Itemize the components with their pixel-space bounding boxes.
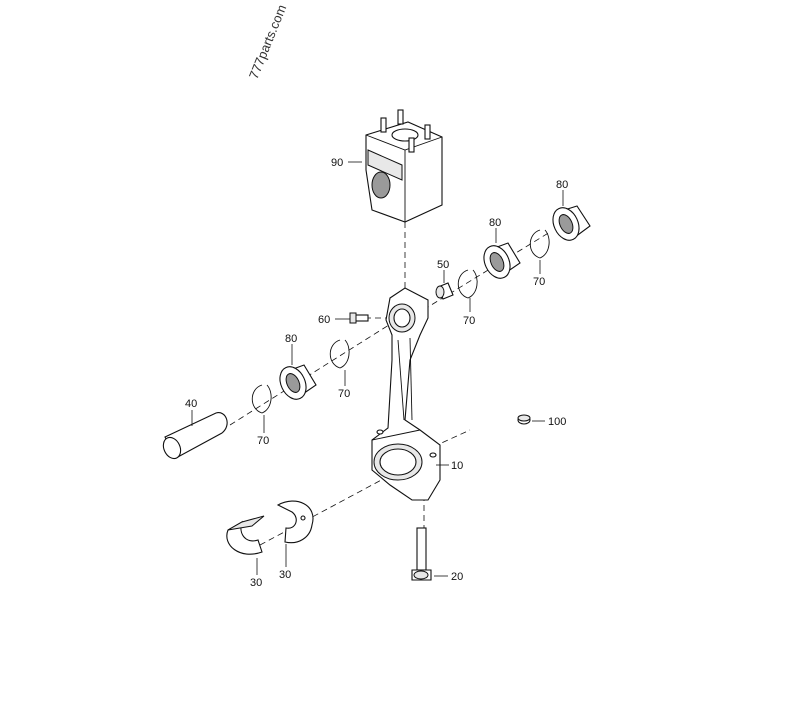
part-90-crosshead <box>365 109 443 223</box>
callout-80-left: 80 <box>285 333 297 345</box>
callout-10: 10 <box>451 460 463 472</box>
callout-70-middle-right: 70 <box>463 315 475 327</box>
part-70-circlip-upper-right <box>529 229 550 259</box>
callout-70-left-middle: 70 <box>338 388 350 400</box>
callout-30-right: 30 <box>279 569 291 581</box>
part-80-needle-bearing-left <box>279 364 317 400</box>
callout-80-upper-right: 80 <box>556 179 568 191</box>
part-100-nut <box>517 414 531 425</box>
callout-40: 40 <box>185 398 197 410</box>
callout-70-upper-right: 70 <box>533 276 545 288</box>
callout-leaders <box>191 161 564 577</box>
callout-60: 60 <box>318 314 330 326</box>
part-60-screw <box>349 312 369 324</box>
part-30-bearing-shell-right <box>276 500 314 544</box>
part-40-pin <box>162 412 228 460</box>
callout-80-middle: 80 <box>489 217 501 229</box>
watermark-text: 777parts.com <box>246 2 289 81</box>
part-50-bushing <box>435 282 454 300</box>
part-30-bearing-shell-left <box>226 515 265 555</box>
callout-20: 20 <box>451 571 463 583</box>
callout-labels: 90 80 80 80 70 70 70 70 50 60 40 10 100 … <box>185 157 568 589</box>
part-80-needle-bearing-middle <box>483 242 521 279</box>
callout-100: 100 <box>548 416 566 428</box>
part-20-bolt <box>411 527 432 581</box>
callout-50: 50 <box>437 259 449 271</box>
part-70-circlip-left-middle <box>329 339 350 369</box>
part-70-circlip-middle-right <box>457 269 478 299</box>
part-70-circlip-far-left <box>251 384 272 414</box>
callout-30-left: 30 <box>250 577 262 589</box>
part-80-needle-bearing-right <box>552 205 591 241</box>
callout-70-far-left: 70 <box>257 435 269 447</box>
callout-90: 90 <box>331 157 343 169</box>
part-10-connecting-rod <box>371 287 441 501</box>
